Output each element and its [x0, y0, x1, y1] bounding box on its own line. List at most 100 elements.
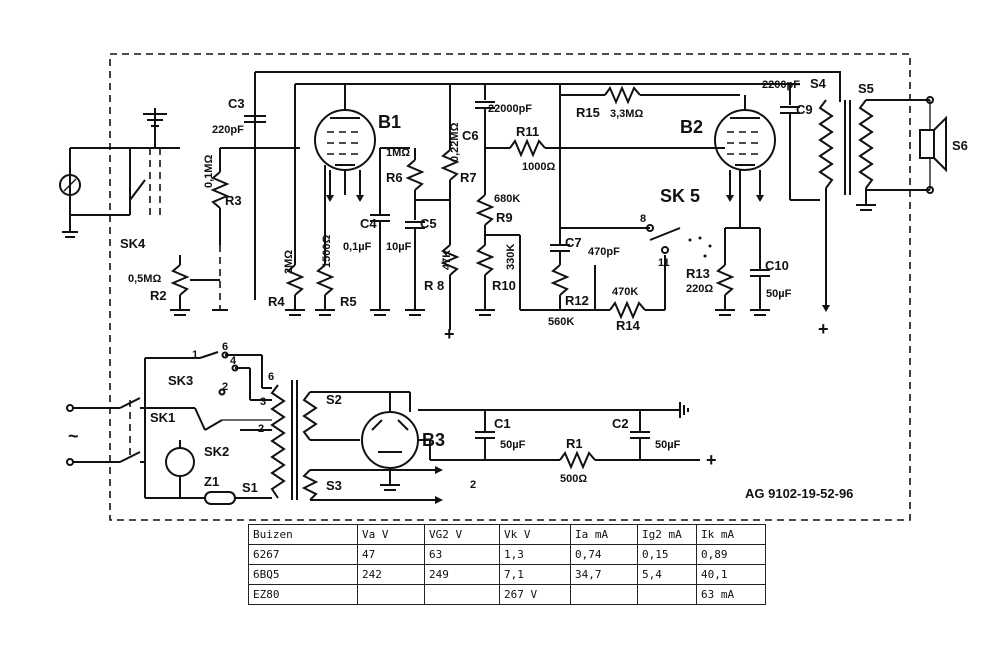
sk5-pos-8: 8 [640, 213, 646, 225]
r8-resistor [440, 244, 460, 276]
r9-value: 680K [494, 193, 520, 205]
sk1-label: SK1 [150, 410, 175, 425]
motor-icon [165, 447, 195, 477]
r8-value: 47K [441, 250, 453, 270]
r15-ref: R15 [576, 105, 600, 120]
b3-label: B3 [422, 430, 445, 450]
table-row: 6267 47 63 1,3 0,74 0,15 0,89 [248, 544, 766, 565]
r6-resistor [405, 159, 425, 191]
table-row: EZ80 267 V 63 mA [248, 584, 766, 605]
s1-winding [270, 384, 286, 499]
s4-winding [818, 99, 834, 189]
table-cell [357, 584, 425, 605]
sk3-switch [199, 351, 219, 359]
table-cell [424, 584, 500, 605]
r2-potentiometer [170, 264, 190, 296]
ac-symbol: ~ [68, 426, 79, 446]
table-cell: 267 V [499, 584, 571, 605]
table-header-row: Buizen Va V VG2 V Vk V Ia mA Ig2 mA Ik m… [248, 524, 766, 545]
s1-label: S1 [242, 480, 258, 495]
table-cell: 63 [424, 544, 500, 565]
s6-label: S6 [952, 138, 968, 153]
r14-value: 470K [612, 286, 638, 298]
table-cell: 242 [357, 564, 425, 585]
header-cell: VG2 V [424, 524, 500, 545]
b2-label: B2 [680, 117, 703, 137]
r14-ref: R14 [616, 318, 641, 333]
c4-value: 0,1µF [343, 241, 372, 253]
r15-value: 3,3MΩ [610, 108, 643, 120]
r10-ref: R10 [492, 278, 516, 293]
r3-resistor [210, 171, 230, 209]
s2-label: S2 [326, 392, 342, 407]
table-cell: 0,89 [696, 544, 766, 565]
r11-ref: R11 [516, 124, 539, 139]
feedback-wire [255, 71, 841, 102]
c9-ref: C9 [796, 102, 813, 117]
z1-fuse [204, 491, 236, 505]
table-cell: 34,7 [570, 564, 638, 585]
r7-resistor [440, 149, 460, 181]
r2-value: 0,5MΩ [128, 273, 161, 285]
c1-ref: C1 [494, 416, 511, 431]
c3-ref: C3 [228, 96, 245, 111]
c8-value: 2200pF [762, 79, 800, 91]
plus-b1: + [444, 324, 455, 344]
table-cell: 63 mA [696, 584, 766, 605]
r9-resistor [475, 194, 495, 226]
header-cell: Vk V [499, 524, 571, 545]
tube-voltages-table: Buizen Va V VG2 V Vk V Ia mA Ig2 mA Ik m… [248, 524, 766, 605]
sk2-switch [204, 419, 223, 431]
r13-value: 220Ω [686, 283, 713, 295]
table-cell [570, 584, 638, 605]
c10-value: 50µF [766, 288, 792, 300]
c2-ref: C2 [612, 416, 629, 431]
sk3-pos-2: 2 [222, 381, 228, 393]
r10-value: 330K [505, 244, 517, 270]
table-cell: 1,3 [499, 544, 571, 565]
r12-resistor [550, 264, 570, 296]
b3-pin-2: 2 [470, 479, 476, 491]
sk3-pos-4: 4 [230, 355, 237, 367]
r9-ref: R9 [496, 210, 513, 225]
sk5-label: SK 5 [660, 186, 700, 206]
r4-value: 2MΩ [283, 250, 295, 274]
c7-ref: C7 [565, 235, 582, 250]
chassis-boundary [109, 53, 911, 521]
c3-value: 220pF [212, 124, 244, 136]
r4-resistor [285, 264, 305, 296]
r1-value: 500Ω [560, 473, 587, 485]
c2-value: 50µF [655, 439, 681, 451]
s2-winding [302, 391, 318, 441]
c6-value: 22000pF [488, 103, 532, 115]
s5-label: S5 [858, 81, 874, 96]
table-cell: 5,4 [637, 564, 697, 585]
r3-value: 0,1MΩ [203, 155, 215, 188]
plus-ht: + [706, 450, 717, 470]
s3-label: S3 [326, 478, 342, 493]
table-cell: 249 [424, 564, 500, 585]
plus-b2: + [818, 319, 829, 339]
r11-resistor [509, 138, 546, 158]
c6-ref: C6 [462, 128, 479, 143]
s3-winding [301, 469, 319, 501]
table-cell: 7,1 [499, 564, 571, 585]
speaker-icon [919, 129, 935, 159]
r5-ref: R5 [340, 294, 357, 309]
r12-value: 560K [548, 316, 574, 328]
r5-resistor [315, 264, 335, 296]
r8-ref: R 8 [424, 278, 444, 293]
r15-resistor [604, 85, 641, 105]
r10-resistor [475, 244, 495, 276]
sk5-switch [649, 227, 681, 241]
r3-ref: R3 [225, 193, 242, 208]
r13-resistor [715, 264, 735, 296]
c10-ref: C10 [765, 258, 789, 273]
c5-value: 10µF [386, 241, 412, 253]
c7-value: 470pF [588, 246, 620, 258]
r12-ref: R12 [565, 293, 589, 308]
r5-value: 1500Ω [321, 235, 333, 268]
r11-value: 1000Ω [522, 161, 555, 173]
r7-ref: R7 [460, 170, 477, 185]
